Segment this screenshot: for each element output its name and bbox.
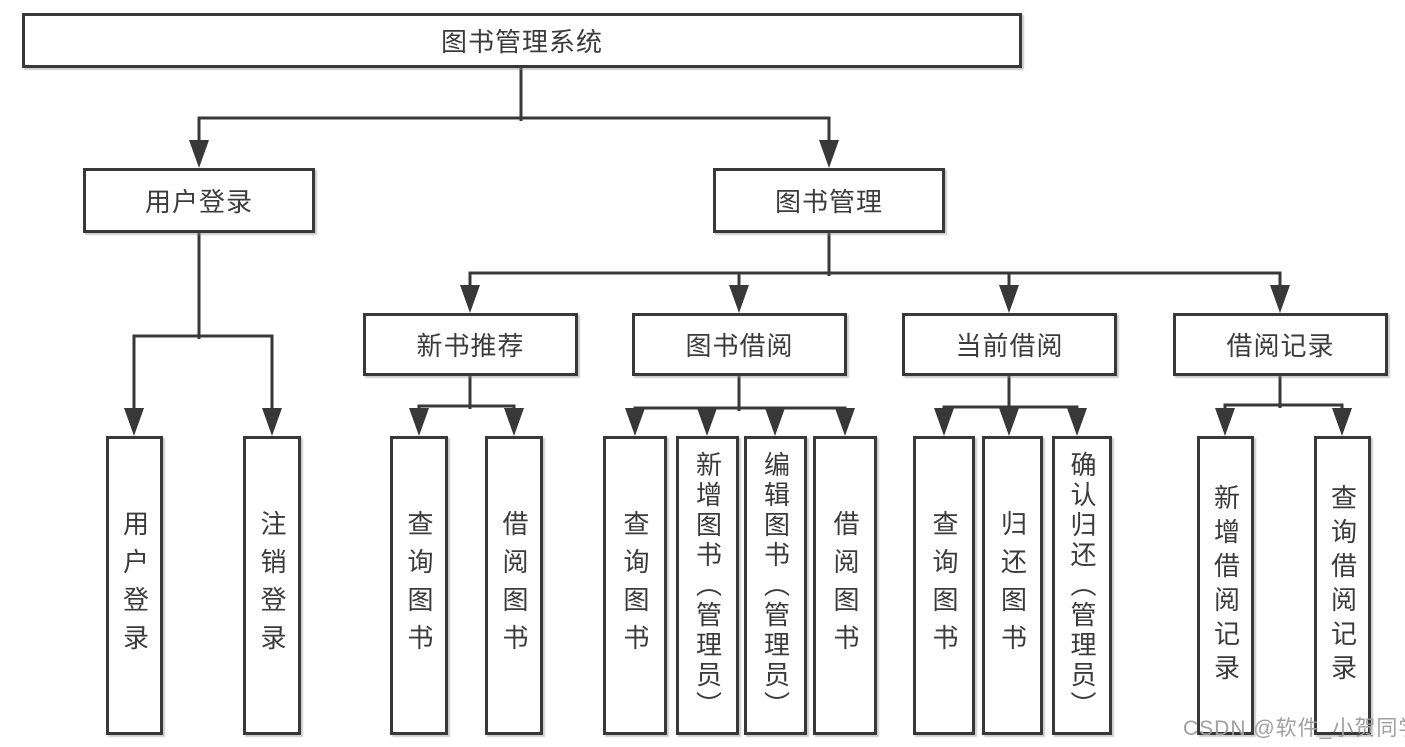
leaf-nb-query-books-label: 查询图书 xyxy=(404,509,434,662)
leaf-cb-return-books-label: 归还图书 xyxy=(997,509,1028,662)
connector-book-management xyxy=(460,231,1290,313)
node-book-borrowing: 图书借阅 xyxy=(632,313,847,376)
leaf-cb-query-books-label: 查询图书 xyxy=(929,509,959,662)
connector-current-borrowing xyxy=(934,374,1087,436)
node-current-borrowing: 当前借阅 xyxy=(902,313,1117,376)
leaf-bb-edit-books: 编辑图书（管理员） xyxy=(744,436,807,735)
leaf-bb-borrow-books-label: 借阅图书 xyxy=(830,509,860,662)
leaf-br-query-record-label: 查询借阅记录 xyxy=(1327,483,1358,688)
leaf-bb-query-books-label: 查询图书 xyxy=(620,509,650,662)
leaf-user-login: 用户登录 xyxy=(106,436,163,735)
leaf-user-login-label: 用户登录 xyxy=(119,509,150,662)
node-new-book-rec: 新书推荐 xyxy=(363,313,578,376)
node-user-login: 用户登录 xyxy=(83,168,315,233)
node-root: 图书管理系统 xyxy=(22,13,1022,68)
leaf-bb-add-books-label: 新增图书（管理员） xyxy=(692,450,723,721)
connector-borrowing-records xyxy=(1215,375,1352,436)
node-book-management: 图书管理 xyxy=(713,168,945,233)
leaf-bb-borrow-books: 借阅图书 xyxy=(813,436,877,735)
watermark: CSDN @软件_小贺同学 xyxy=(1183,717,1405,740)
leaf-cb-confirm-return: 确认归还（管理员） xyxy=(1052,436,1112,735)
leaf-br-add-record-label: 新增借阅记录 xyxy=(1210,483,1241,688)
leaf-br-query-record: 查询借阅记录 xyxy=(1314,436,1371,735)
leaf-bb-query-books: 查询图书 xyxy=(603,436,667,735)
leaf-cb-confirm-return-label: 确认归还（管理员） xyxy=(1067,450,1097,721)
leaf-nb-borrow-books: 借阅图书 xyxy=(485,436,543,735)
leaf-nb-borrow-books-label: 借阅图书 xyxy=(499,509,529,662)
leaf-nb-query-books: 查询图书 xyxy=(390,436,448,735)
node-borrowing-records: 借阅记录 xyxy=(1173,313,1388,376)
leaf-cb-query-books: 查询图书 xyxy=(913,436,975,735)
connector-new-book-rec xyxy=(409,374,524,436)
leaf-logout-label: 注销登录 xyxy=(257,509,287,662)
connector-root xyxy=(189,66,839,168)
leaf-cb-return-books: 归还图书 xyxy=(982,436,1043,735)
leaf-bb-add-books: 新增图书（管理员） xyxy=(676,436,739,735)
leaf-logout: 注销登录 xyxy=(243,436,301,735)
leaf-br-add-record: 新增借阅记录 xyxy=(1197,436,1254,735)
leaf-bb-edit-books-label: 编辑图书（管理员） xyxy=(760,450,791,721)
connector-user-login xyxy=(124,231,282,436)
connector-book-borrowing xyxy=(625,374,855,436)
